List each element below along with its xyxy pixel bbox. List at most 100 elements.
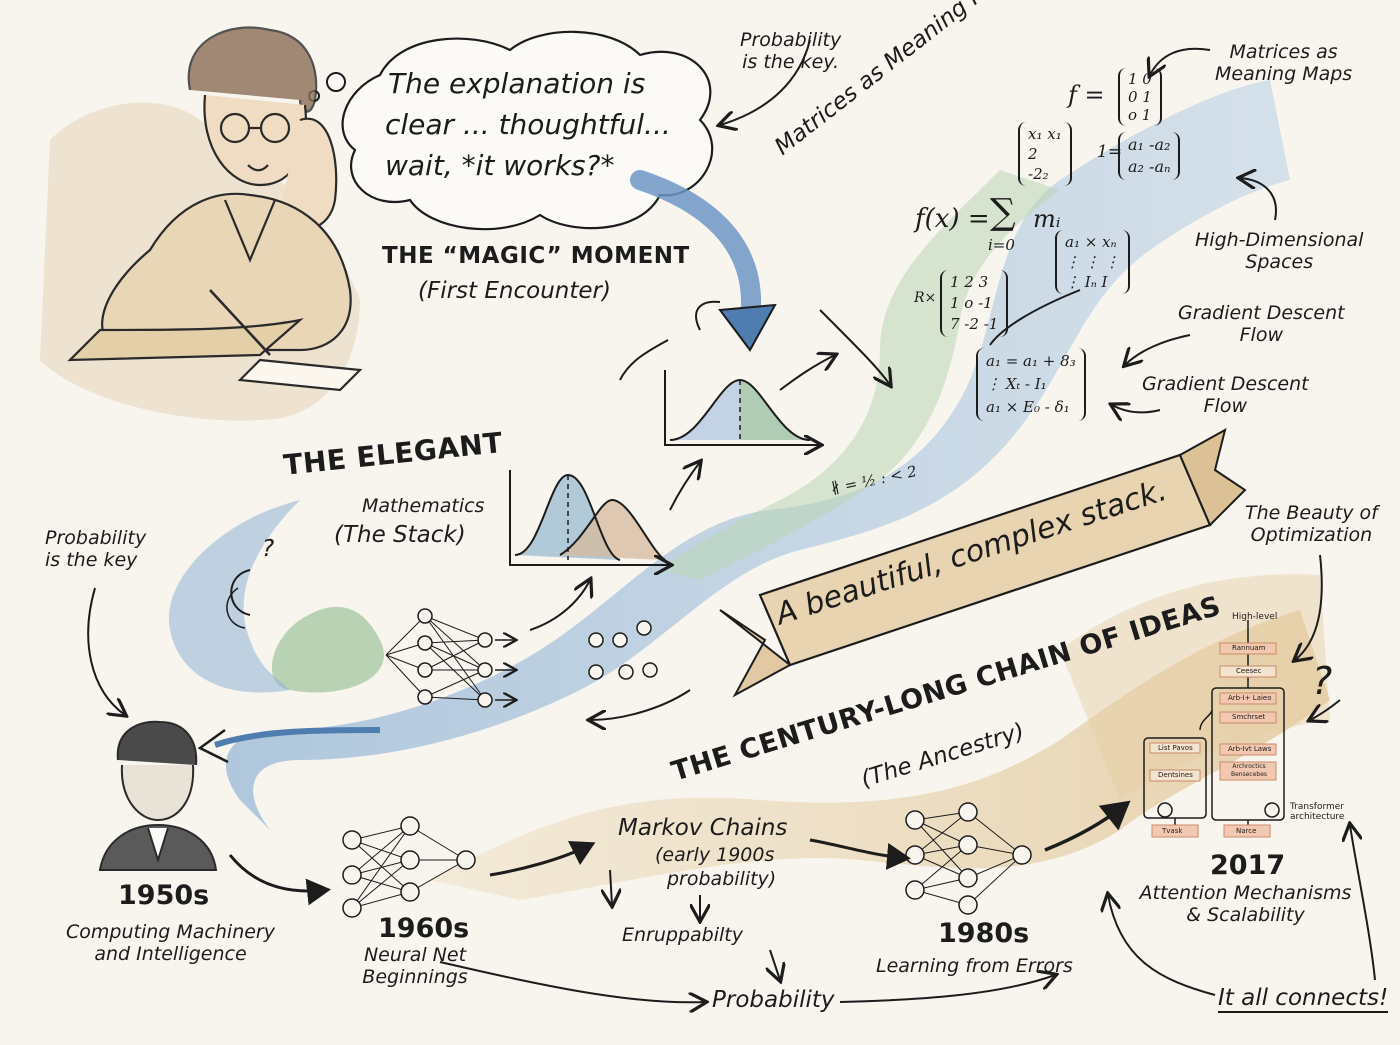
matrix-6: a₁ = a₁ + 8₃ ⋮ Xₜ - I₁ a₁ × E₀ - δ₁ (976, 348, 1086, 421)
beauty-optimization: The Beauty of Optimization (1245, 502, 1378, 547)
timeline-1950s-line1: Computing Machinery (66, 921, 275, 943)
probability-key-left-line2: is the key (45, 548, 138, 571)
gradient-1-line2: Flow (1239, 323, 1283, 346)
transformer-box-2: Ceesec (1236, 667, 1262, 675)
timeline-2017-line1: Attention Mechanisms (1139, 882, 1352, 904)
transformer-caption-line2: architecture (1290, 812, 1345, 823)
thought-line-3: wait, *it works?* (385, 149, 615, 182)
matrix-1-row-1: 1 0 (1128, 70, 1152, 88)
transformer-box-10: Narce (1236, 827, 1257, 835)
magic-moment-subtitle: (First Encounter) (418, 278, 611, 304)
transformer-box-9: Tvask (1162, 827, 1183, 835)
matrix-4-row-1: a₁ × xₙ (1065, 233, 1117, 251)
question-mark-right: ? (1312, 659, 1333, 703)
matrix-5-row-1: 1 2 3 (950, 273, 989, 291)
sum-term: mᵢ (1033, 205, 1061, 233)
matrix-3-prefix: 1= (1097, 142, 1123, 162)
elegant-line3: (The Stack) (334, 522, 466, 548)
thought-line-1: The explanation is (388, 67, 646, 100)
matrix-6-row-1: a₁ = a₁ + 8₃ (986, 352, 1076, 370)
matrix-5-prefix: R× (914, 290, 937, 306)
enruppability-label: Enruppabilty (622, 924, 743, 946)
timeline-1950s-desc: Computing Machinery and Intelligence (58, 921, 283, 966)
sigma-symbol: ∑ (990, 192, 1016, 233)
matrix-1: 1 0 0 1 o 1 (1118, 68, 1162, 126)
matrix-3-row-2: a₂ -aₙ (1128, 157, 1171, 176)
matrix-6-row-3: a₁ × E₀ - δ₁ (986, 398, 1070, 416)
thought-line-2: clear ... thoughtful... (385, 108, 671, 141)
matrix-2-row-3: -2₂ (1028, 165, 1049, 183)
beauty-line1: The Beauty of (1245, 502, 1378, 524)
high-dimensional-label: High-Dimensional Spaces (1195, 229, 1364, 274)
elegant-line2: Mathematics (362, 495, 485, 517)
beauty-line2: Optimization (1250, 523, 1373, 546)
f-equals: f = (1068, 81, 1105, 109)
bell-curve-middle (509, 470, 670, 565)
bell-curve-top (664, 370, 820, 445)
gradient-2-line2: Flow (1203, 394, 1247, 417)
chain-nodes (588, 620, 658, 680)
transformer-top-label: High-level (1232, 612, 1278, 622)
matrix-1-row-2: 0 1 (1128, 88, 1152, 106)
probability-key-top: Probability is the key. (740, 29, 842, 74)
matrices-right-line1: Matrices as (1229, 41, 1338, 63)
year-1960s: 1960s (378, 913, 470, 944)
gradient-1-line1: Gradient Descent (1178, 302, 1345, 324)
matrices-right-label: Matrices as Meaning Maps (1215, 41, 1352, 86)
turing-portrait (98, 720, 218, 871)
year-2017: 2017 (1210, 850, 1286, 881)
river-blue (225, 80, 1291, 830)
probability-key-left: Probability is the key (45, 527, 147, 572)
matrix-4: a₁ × xₙ ⋮ ⋮ ⋮ ⋮ Iₙ I (1055, 230, 1130, 294)
transformer-box-7: List Pavos (1158, 744, 1193, 752)
question-mark-left: ? (262, 536, 275, 562)
timeline-1960s-desc: Neural Net Beginnings (345, 944, 485, 989)
matrix-2-row-2: 2 (1028, 145, 1038, 163)
probability-key-top-line1: Probability (740, 29, 842, 51)
probability-key-left-line1: Probability (45, 527, 147, 549)
timeline-1960s-line2: Beginnings (362, 965, 468, 988)
markov-line3: probability) (667, 868, 777, 890)
matrix-3-row-1: a₁ -a₂ (1128, 135, 1171, 154)
transformer-box-5: Arb-Ivt Laws (1228, 745, 1272, 753)
magic-moment-title: THE “MAGIC” MOMENT (382, 243, 690, 269)
matrix-5-row-2: 1 o -1 (950, 294, 993, 312)
gradient-2-line1: Gradient Descent (1142, 373, 1309, 395)
ribbon-banner (719, 428, 1247, 698)
year-1980s: 1980s (938, 918, 1030, 949)
matrix-6-row-2: ⋮ Xₜ - I₁ (986, 375, 1047, 393)
timeline-1960s-line1: Neural Net (363, 944, 467, 966)
sum-subscript: i=0 (988, 236, 1015, 254)
neural-net-1960s (342, 816, 476, 918)
high-dimensional-line1: High-Dimensional (1195, 229, 1364, 251)
timeline-1950s-line2: and Intelligence (94, 942, 247, 965)
probability-key-top-line2: is the key. (742, 50, 840, 73)
matrix-4-row-3: ⋮ Iₙ I (1065, 273, 1108, 291)
matrix-4-row-2: ⋮ ⋮ ⋮ (1065, 253, 1120, 271)
matrix-2-row-1: x₁ x₁ (1028, 125, 1062, 143)
transformer-box-8: Dentsines (1158, 771, 1193, 779)
matrix-5-row-3: 7 -2 -1 (950, 315, 999, 333)
markov-line2: (early 1900s (655, 844, 775, 866)
gradient-descent-label-1: Gradient Descent Flow (1178, 302, 1345, 347)
it-all-connects-label: It all connects! (1218, 985, 1389, 1014)
year-1950s: 1950s (118, 880, 210, 911)
transformer-box-4: Smchrset (1232, 713, 1266, 721)
transformer-box-3: Arb-I+ Laieo (1228, 694, 1272, 702)
markov-title: Markov Chains (618, 815, 788, 841)
timeline-1980s-line1: Learning from Errors (876, 955, 1073, 977)
matrix-3: a₁ -a₂ a₂ -aₙ (1118, 132, 1181, 180)
timeline-2017-line2: & Scalability (1186, 903, 1305, 926)
matrix-5: 1 2 3 1 o -1 7 -2 -1 (940, 270, 1009, 337)
transformer-caption: Transformer architecture (1290, 802, 1344, 823)
high-dimensional-line2: Spaces (1245, 250, 1314, 273)
timeline-2017-desc: Attention Mechanisms & Scalability (1128, 882, 1363, 927)
fx-equals: f(x) = (915, 204, 990, 234)
probability-bottom-label: Probability (712, 987, 835, 1013)
transformer-box-1: Rannuam (1232, 644, 1266, 652)
transformer-box-6: Archroctics Bensecebes (1230, 763, 1268, 778)
matrix-1-row-3: o 1 (1128, 106, 1152, 124)
transformer-caption-line1: Transformer (1290, 802, 1345, 812)
